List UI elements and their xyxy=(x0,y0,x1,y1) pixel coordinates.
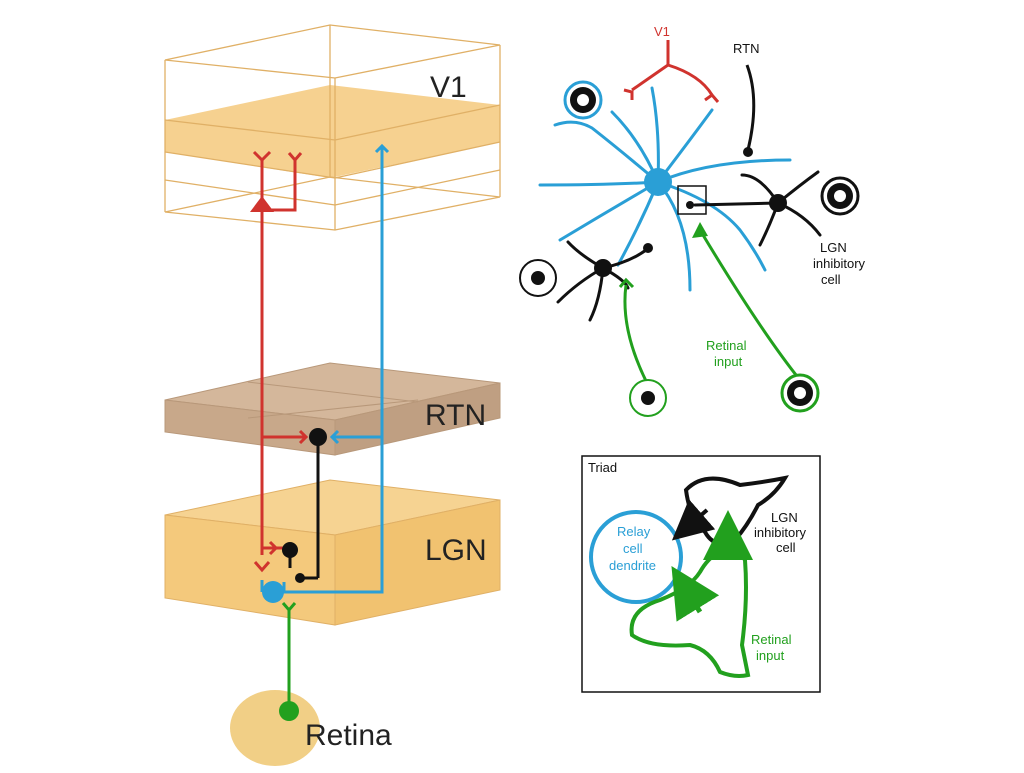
receptive-field-blue-offcenter xyxy=(563,80,603,120)
inset-lgn-inhib-line3: cell xyxy=(821,272,841,287)
receptive-field-green-oncenter xyxy=(629,379,667,417)
triad-relay-line2: cell xyxy=(623,541,643,556)
red-v1-path xyxy=(252,150,309,573)
rtn-label: RTN xyxy=(425,399,486,432)
inhibitory-terminal xyxy=(295,573,305,583)
retina-ganglion-cell xyxy=(279,701,299,721)
triad-inset: Triad Relay cell dendrite LGN inhibitory… xyxy=(581,455,821,693)
triad-title: Triad xyxy=(588,460,617,475)
inset-rtn-label: RTN xyxy=(733,41,759,56)
blue-relay-path xyxy=(260,143,390,594)
lgn-inhibitory-cell-left xyxy=(282,542,298,558)
triad-retinal-line1: Retinal xyxy=(751,632,792,647)
inset-lgn-inhib-line2: inhibitory xyxy=(813,256,866,271)
triad-lgn-line1: LGN xyxy=(771,510,798,525)
triad-highlight-box xyxy=(677,185,707,215)
lgn-label: LGN xyxy=(425,534,487,567)
receptive-field-black-oncenter xyxy=(519,259,557,297)
triad-retinal-line2: input xyxy=(756,648,785,663)
v1-pyramidal-cell xyxy=(250,196,274,212)
microcircuit-inset: V1 RTN xyxy=(519,24,866,417)
triad-lgn-line2: inhibitory xyxy=(754,525,807,540)
lgn-relay-cell xyxy=(262,581,284,603)
v1-label: V1 xyxy=(430,71,467,104)
inset-retinal-line1: Retinal xyxy=(706,338,747,353)
inset-retinal-line2: input xyxy=(714,354,743,369)
v1-layer xyxy=(164,24,501,231)
receptive-field-black-offcenter xyxy=(820,176,860,216)
receptive-field-green-offcenter xyxy=(780,373,820,413)
green-retinal-path xyxy=(281,602,297,710)
rtn-cell xyxy=(309,428,327,446)
retina-label: Retina xyxy=(305,719,392,752)
inset-v1-label: V1 xyxy=(654,24,670,39)
triad-lgn-line3: cell xyxy=(776,540,796,555)
triad-relay-dendrite xyxy=(589,510,683,604)
inset-lgn-inhib-line1: LGN xyxy=(820,240,847,255)
triad-relay-line3: dendrite xyxy=(609,558,656,573)
triad-relay-line1: Relay xyxy=(617,524,651,539)
